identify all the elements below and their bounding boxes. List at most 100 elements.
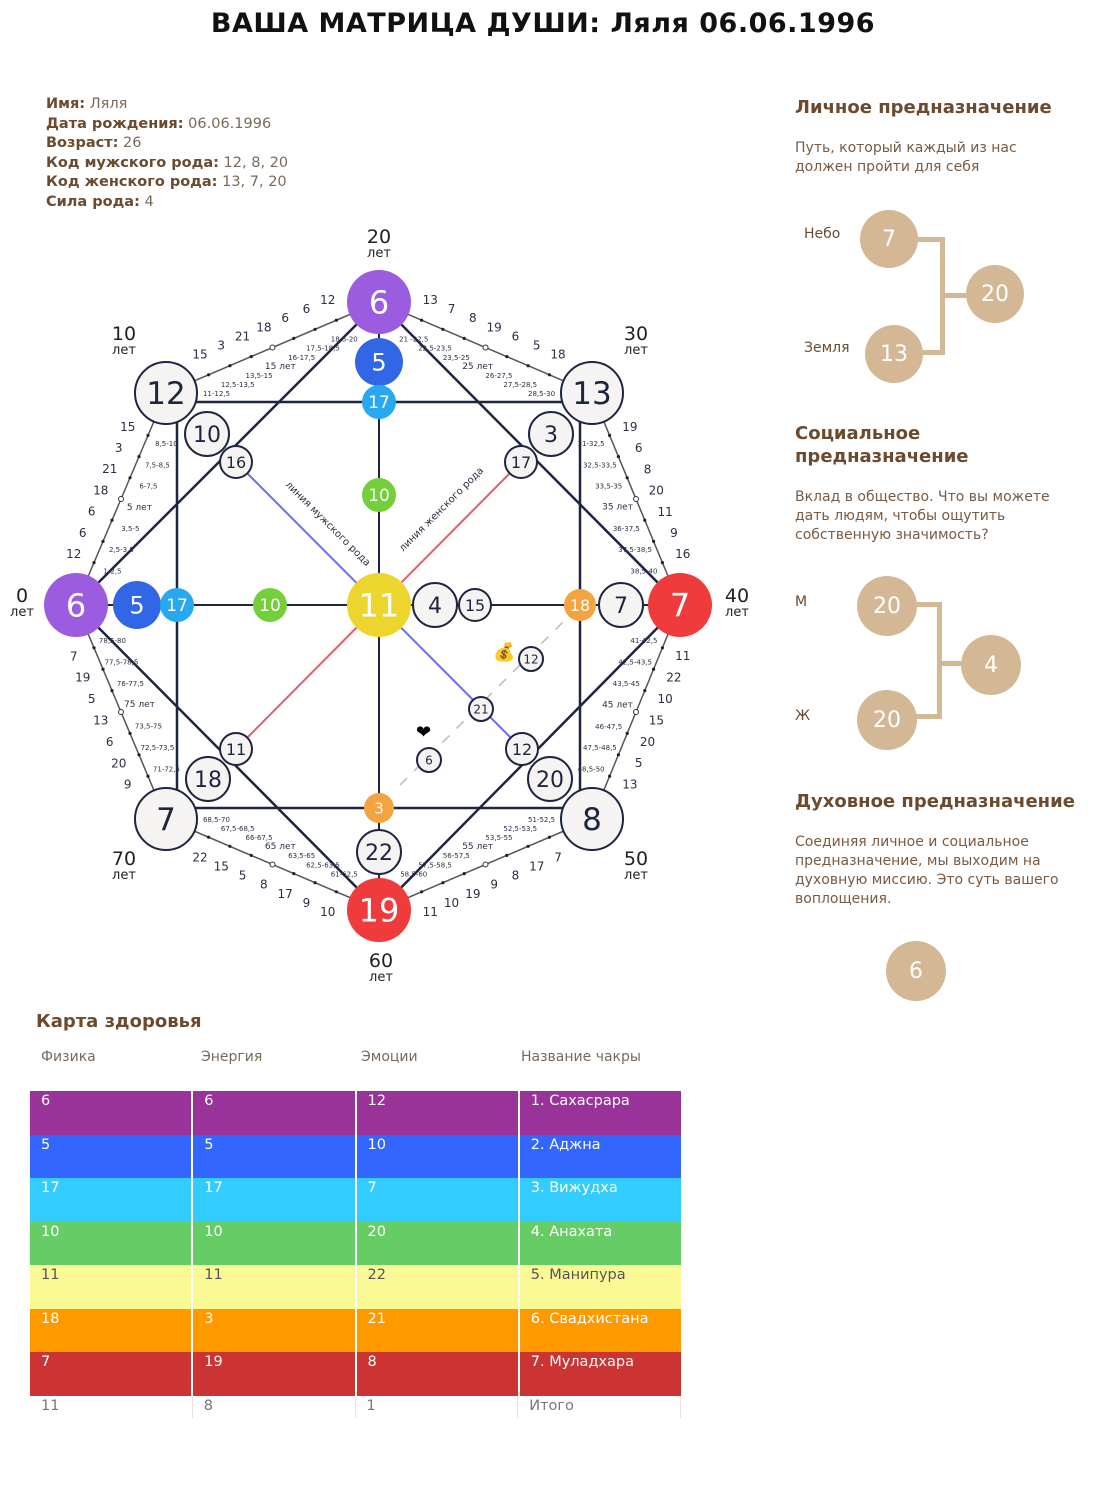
header-physics: Физика (41, 1049, 96, 1065)
age-tick (505, 853, 509, 858)
matrix-node-value: 13 (572, 376, 611, 412)
table-cell: 6. Свадхистана (530, 1310, 649, 1327)
table-cell: 21 (357, 1308, 520, 1352)
edge-age-label: 1-2,5 (103, 567, 121, 575)
matrix-node-circle (185, 756, 231, 802)
edge-age-label: 32,5-33,5 (583, 461, 617, 469)
table-cell: 3. Вижудха (530, 1180, 618, 1196)
matrix-node-value: 7 (614, 594, 628, 619)
matrix-node-value: 18 (194, 768, 222, 793)
age-tick (292, 336, 296, 340)
age-tick (207, 373, 211, 377)
edge-number: 6 (303, 302, 311, 316)
edge-number: 19 (465, 887, 480, 901)
corner-age-unit: лет (624, 868, 648, 883)
corner-age-unit: лет (369, 970, 393, 985)
age-tick (625, 476, 629, 480)
edge-number: 6 (79, 526, 87, 540)
edge-number: 15 (214, 860, 229, 874)
edge-age-label: 2,5-3,5 (109, 546, 134, 554)
table-cell: 6 (30, 1091, 194, 1135)
female-label: Ж (795, 708, 811, 724)
edge-age-label: 55 лет (462, 842, 493, 852)
table-cell: 10 (357, 1134, 520, 1178)
age-tick (228, 364, 232, 368)
edge-number: 21 (235, 329, 250, 343)
edge-age-label: 25 лет (462, 362, 493, 372)
table-cell: 11 (30, 1265, 194, 1309)
age-tick (526, 364, 530, 368)
age-tick (146, 433, 150, 437)
matrix-node-circle (347, 270, 411, 334)
matrix-node-circle (184, 411, 230, 457)
header-emotions: Эмоции (361, 1049, 418, 1065)
header-energy: Энергия (201, 1049, 263, 1065)
edge-number: 18 (256, 320, 271, 334)
matrix-node-circle (355, 338, 403, 386)
matrix-node-value: 6 (425, 753, 433, 767)
edge-number: 8 (512, 869, 520, 883)
age-tick (608, 774, 612, 778)
matrix-node-circle (560, 361, 624, 425)
edge-number: 7 (448, 302, 456, 316)
age-tick-marker (633, 496, 639, 502)
total-cell: 1 (356, 1395, 519, 1418)
matrix-node-circle (648, 573, 712, 637)
table-cell: 3 (193, 1308, 357, 1352)
edge-age-label: 78,5-80 (99, 637, 126, 645)
edge-age-label: 57,5-58,5 (418, 861, 452, 869)
matrix-node-value: 21 (473, 702, 488, 716)
social-result-circle: 4 (961, 635, 1021, 695)
corner-age-number: 30 (624, 323, 648, 345)
matrix-node-circle (134, 787, 198, 851)
edge-age-label: 51-52,5 (528, 816, 555, 824)
matrix-node-circle (44, 573, 108, 637)
edge-age-label: 75 лет (124, 700, 155, 710)
edge-age-label: 56-57,5 (443, 852, 470, 860)
edge-age-label: 38,5-40 (630, 567, 657, 575)
edge-number: 21 (102, 462, 117, 476)
edge-number: 8 (469, 311, 477, 325)
age-tick (101, 539, 105, 544)
connector (910, 714, 942, 719)
edge-number: 15 (120, 420, 135, 434)
edge-number: 10 (320, 905, 335, 919)
age-tick (313, 881, 317, 885)
edge-age-label: 61-62,5 (331, 870, 358, 878)
social-title: Социальное предназначение (795, 423, 969, 467)
edge-number: 6 (512, 329, 520, 343)
info-male-code: Код мужского рода: 12, 8, 20 (46, 154, 289, 171)
table-cell: 11 (193, 1265, 357, 1309)
connector (915, 350, 945, 355)
matrix-node-circle (560, 787, 624, 851)
matrix-node-value: 7 (670, 587, 690, 625)
female-circle: 20 (857, 690, 917, 750)
male-circle: 20 (857, 576, 917, 636)
corner-age-unit: лет (725, 605, 749, 620)
age-tick (128, 731, 132, 736)
edge-number: 11 (675, 649, 690, 663)
edge-number: 19 (75, 671, 90, 685)
edge-age-label: 28,5-30 (528, 390, 555, 398)
table-cell: 5 (193, 1134, 357, 1178)
matrix-node-value: 10 (193, 423, 221, 448)
matrix-node-value: 17 (511, 453, 531, 472)
age-tick (643, 518, 647, 522)
matrix-node-value: 3 (374, 799, 384, 817)
earth-circle: 13 (865, 325, 923, 383)
edge-age-label: 73,5-75 (135, 723, 162, 731)
sky-circle: 7 (860, 210, 918, 268)
age-tick (334, 890, 338, 894)
edge-number: 18 (550, 348, 565, 362)
age-tick-marker (118, 709, 124, 715)
edge-number: 13 (93, 714, 108, 728)
edge-number: 20 (640, 735, 655, 749)
edge-age-label: 71-72,5 (153, 765, 180, 773)
age-tick (207, 835, 211, 839)
age-tick-marker (482, 861, 489, 868)
matrix-node-circle (527, 756, 573, 802)
